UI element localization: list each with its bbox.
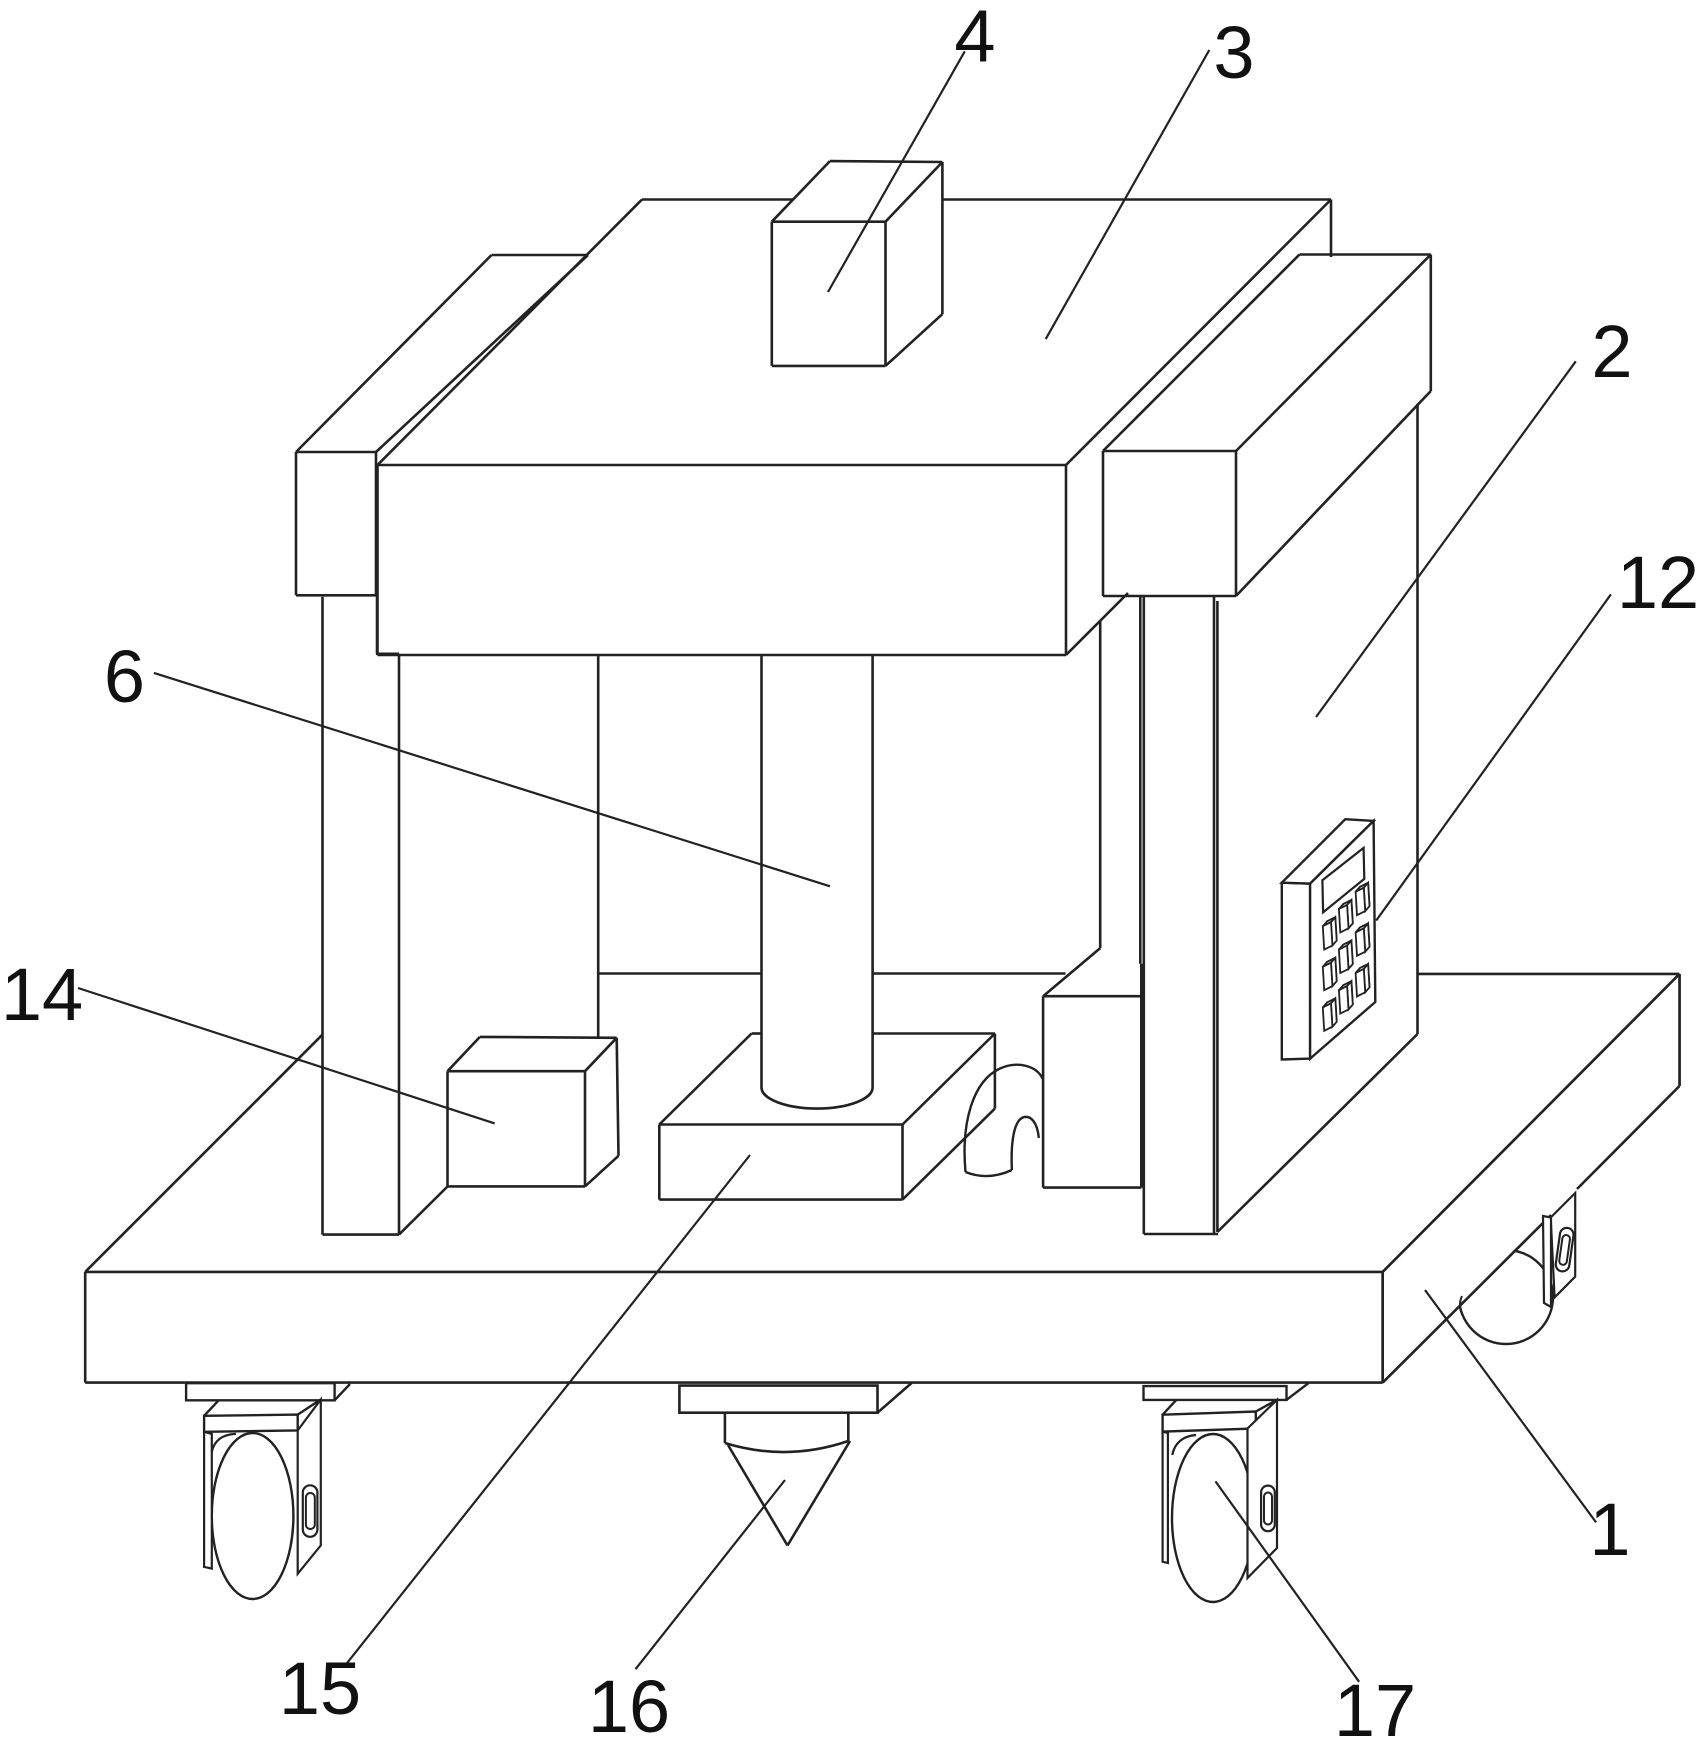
svg-text:3: 3 (1213, 11, 1254, 94)
svg-text:14: 14 (1, 953, 83, 1036)
svg-text:17: 17 (1334, 1669, 1416, 1747)
svg-text:15: 15 (279, 1647, 361, 1730)
svg-text:16: 16 (588, 1665, 670, 1747)
svg-text:4: 4 (954, 0, 995, 78)
svg-text:2: 2 (1591, 310, 1632, 393)
svg-text:1: 1 (1589, 1488, 1630, 1571)
svg-text:12: 12 (1617, 541, 1699, 624)
svg-text:6: 6 (104, 635, 145, 718)
